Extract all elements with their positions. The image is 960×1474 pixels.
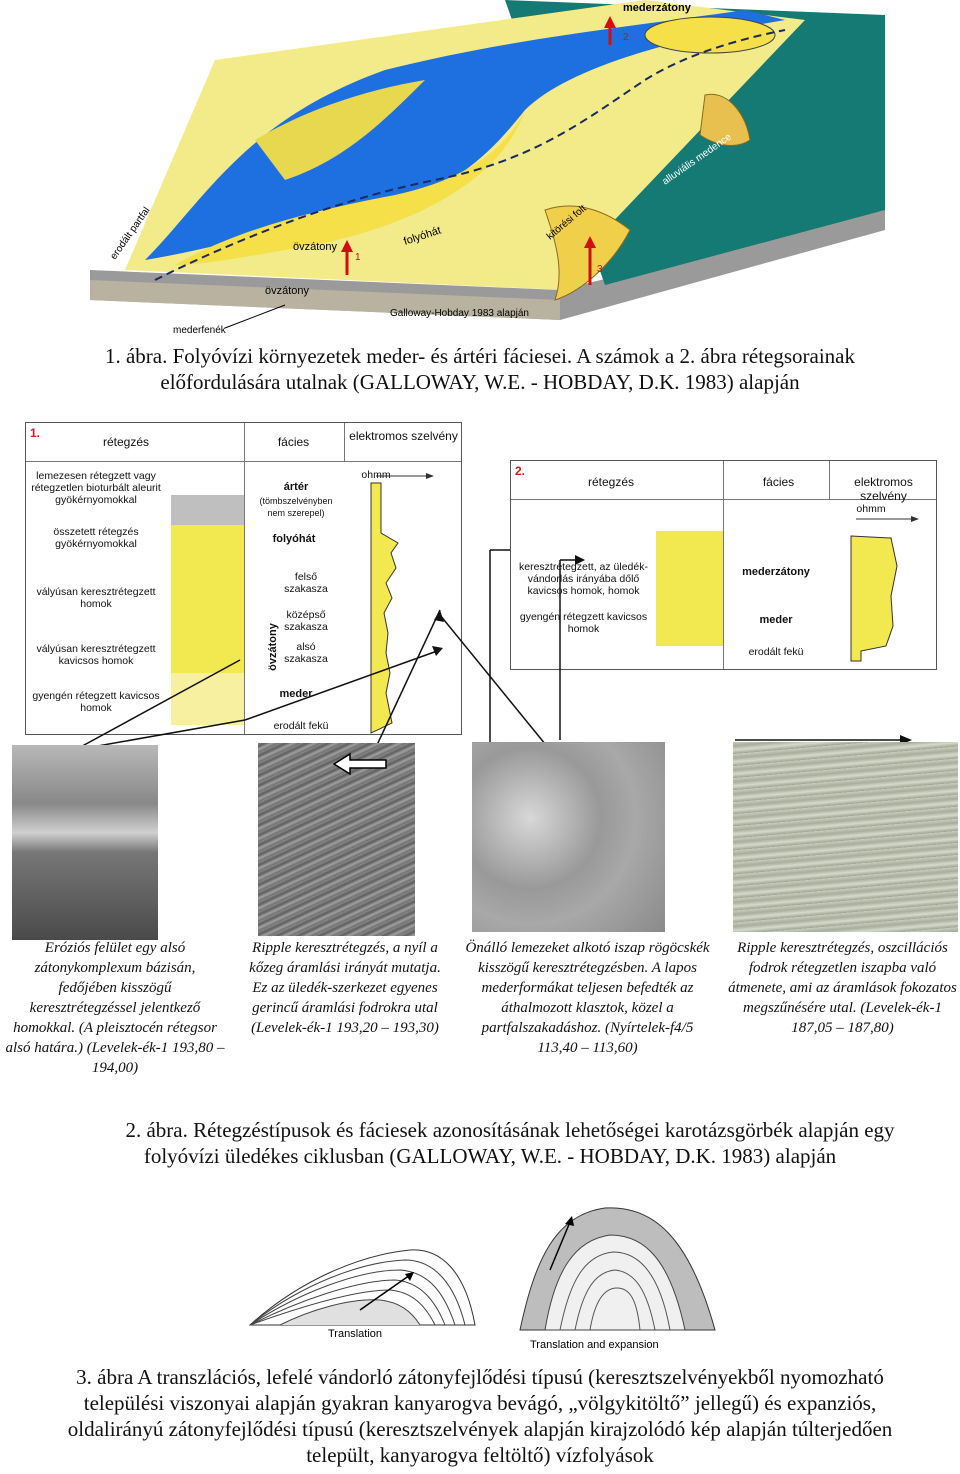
photo-4 xyxy=(733,742,958,932)
figure3-caption-2: települési viszonyai alapján gyakran kan… xyxy=(0,1390,960,1416)
figure1-caption-1: 1. ábra. Folyóvízi környezetek meder- és… xyxy=(40,343,920,369)
svg-text:3: 3 xyxy=(597,264,603,275)
col1-stratum-1: lemezesen rétegzett vagy rétegzetlen bio… xyxy=(26,470,166,506)
expansion-diagram: Translation and expansion xyxy=(515,1200,730,1355)
translation-label: Translation xyxy=(328,1328,382,1340)
column-1-number: 1. xyxy=(30,426,40,440)
flow-direction-arrow xyxy=(330,752,390,776)
col2-header-retegzes: rétegzés xyxy=(551,475,671,489)
figure1-caption-2: előfordulására utalnak (GALLOWAY, W.E. -… xyxy=(40,369,920,395)
col2-header-facies: fácies xyxy=(731,475,826,489)
photo-2-caption: Ripple keresztrétegzés, a nyíl a kőzeg á… xyxy=(240,938,450,1038)
photo-1-caption: Eróziós felület egy alsó zátonykomplexum… xyxy=(5,938,225,1078)
credit: Galloway-Hobday 1983 alapján xyxy=(390,308,529,319)
photo-3-caption: Önálló lemezeket alkotó iszap rögöcskék … xyxy=(465,938,710,1058)
svg-text:2: 2 xyxy=(623,32,629,43)
column-2-number: 2. xyxy=(515,464,525,478)
label-mederfenek: mederfenék xyxy=(173,325,227,336)
col1-header-elektromos: elektromos szelvény xyxy=(346,429,461,443)
col1-header-facies: fácies xyxy=(246,435,341,449)
col1-header-retegzes: rétegzés xyxy=(66,435,186,449)
figure3-caption-1: 3. ábra A transzlációs, lefelé vándorló … xyxy=(0,1364,960,1390)
block-diagram: mederzátony 1 2 3 övzátony övzátony foly… xyxy=(85,0,885,340)
figure2-caption-2: folyóvízi üledékes ciklusban (GALLOWAY, … xyxy=(60,1143,920,1169)
svg-text:1: 1 xyxy=(355,252,361,263)
label-ovzatony-lower: övzátony xyxy=(265,285,310,297)
figure3-caption-3: oldalirányú zátonyfejlődési típusú (kere… xyxy=(0,1416,960,1442)
photo-4-caption: Ripple keresztrétegzés, oszcillációs fod… xyxy=(725,938,960,1038)
col1-facies-arter: ártér xyxy=(266,481,326,493)
col2-header-elektromos: elektromos szelvény xyxy=(831,475,936,503)
photo-3 xyxy=(472,742,665,932)
figure3-caption-4: települt, kanyarogva feltöltő) vízfolyás… xyxy=(0,1442,960,1468)
expansion-label: Translation and expansion xyxy=(530,1339,659,1351)
figure2-caption-1: 2. ábra. Rétegzéstípusok és fáciesek azo… xyxy=(60,1117,960,1143)
label-mederzatony: mederzátony xyxy=(623,2,692,14)
label-ovzatony: övzátony xyxy=(293,241,338,253)
translation-diagram: Translation xyxy=(240,1240,490,1350)
col2-unit: ohmm xyxy=(851,503,891,515)
photo-1 xyxy=(12,745,158,940)
